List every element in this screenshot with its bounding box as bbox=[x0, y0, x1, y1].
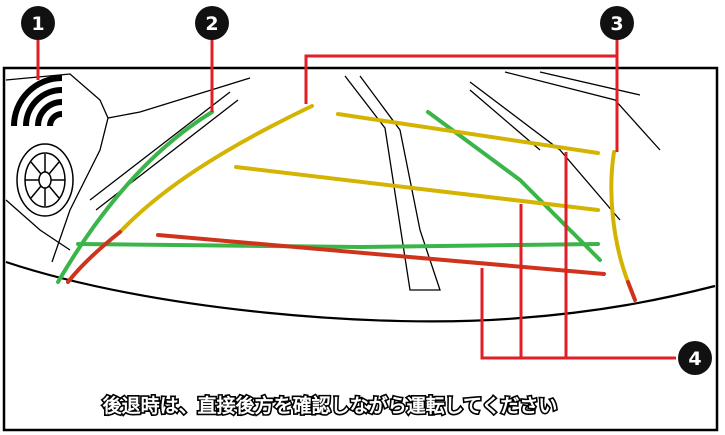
svg-text:1: 1 bbox=[31, 13, 44, 35]
callout-badge-1: 1 bbox=[21, 6, 55, 40]
vehicle-body-outline bbox=[5, 73, 251, 263]
road-edge-right bbox=[504, 71, 661, 151]
road-lane-left bbox=[344, 75, 441, 291]
svg-text:4: 4 bbox=[688, 348, 701, 370]
guide-lines-red bbox=[66, 230, 637, 302]
guide-line-green-horizontal bbox=[76, 242, 600, 250]
warning-caption: 後退時は、直接後方を確認しながら運転してください bbox=[103, 394, 558, 417]
sensor-wave-icon bbox=[11, 75, 63, 127]
guide-line-green-left bbox=[56, 110, 214, 284]
distance-line-yellow-mid bbox=[234, 165, 600, 212]
distance-line-yellow-far bbox=[336, 112, 600, 155]
callout-leaders bbox=[36, 38, 676, 360]
course-line-red-right bbox=[626, 280, 637, 302]
distance-line-red-near bbox=[156, 233, 606, 276]
guide-lines-green bbox=[56, 110, 602, 284]
callout-badge-4: 4 bbox=[678, 341, 712, 375]
camera-scene bbox=[5, 71, 716, 323]
course-line-red-left bbox=[66, 230, 122, 284]
callout-leader-4 bbox=[480, 152, 676, 360]
screen-frame bbox=[2, 66, 719, 432]
guide-lines-yellow bbox=[118, 104, 630, 284]
wheel-icon bbox=[16, 143, 74, 217]
callout-badge-3: 3 bbox=[600, 6, 634, 40]
course-line-yellow-right bbox=[609, 150, 630, 284]
svg-text:2: 2 bbox=[205, 13, 218, 35]
callout-badge-2: 2 bbox=[195, 6, 229, 40]
bumper-curve bbox=[5, 260, 716, 323]
road-lane-right bbox=[469, 81, 621, 221]
svg-text:3: 3 bbox=[610, 13, 623, 35]
callout-leader-3 bbox=[304, 38, 619, 152]
guide-line-green-right bbox=[426, 110, 602, 262]
course-line-yellow-left bbox=[118, 104, 314, 234]
